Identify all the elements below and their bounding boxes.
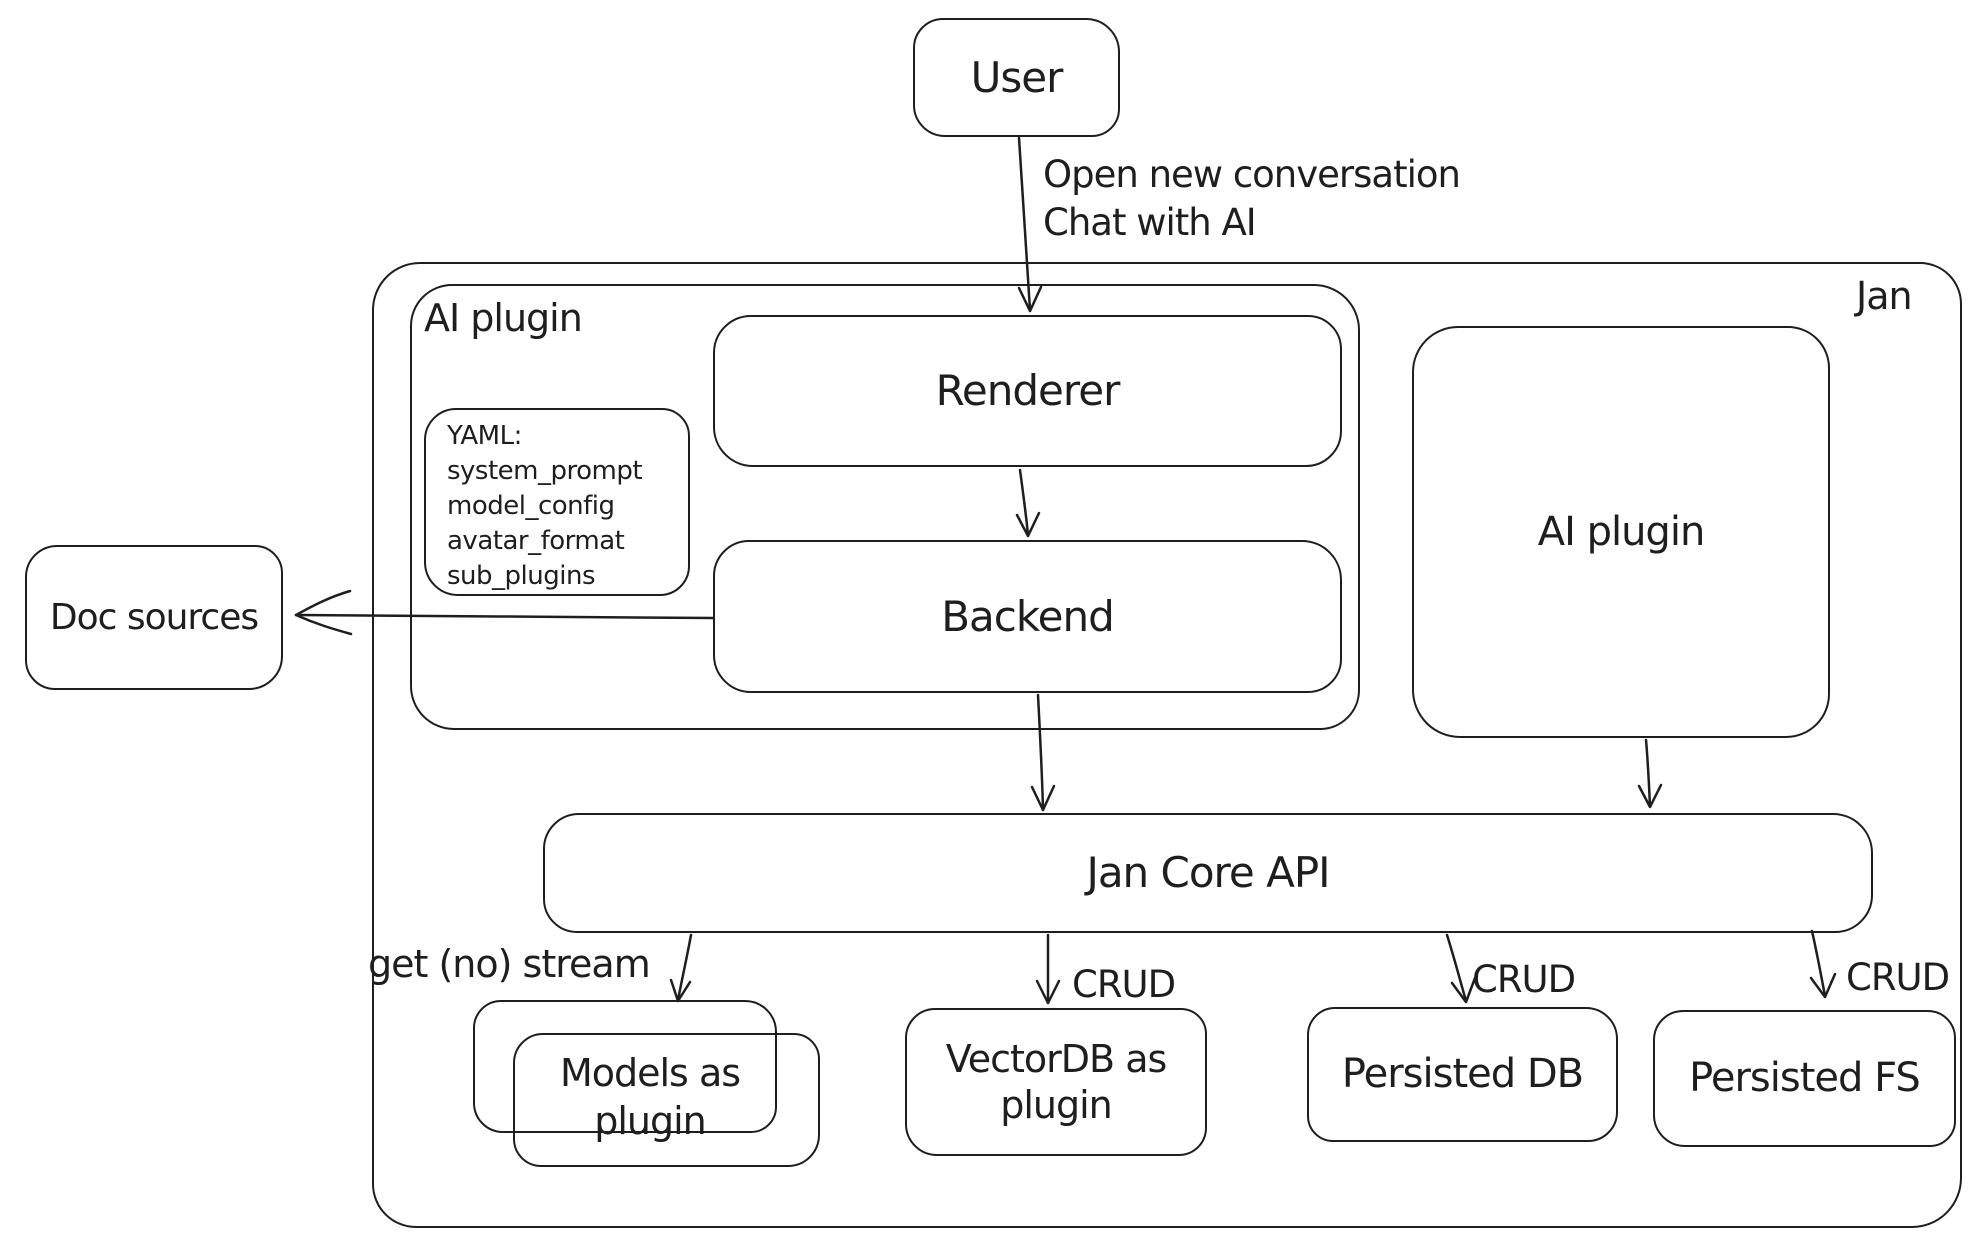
yaml-line: YAML:: [447, 421, 522, 451]
backend-node: Backend: [713, 540, 1342, 693]
edge-label-get-no-stream: get (no) stream: [368, 942, 651, 986]
arrow-backend-to-jan-core-api: [1030, 693, 1056, 812]
arrow-jan-core-api-to-persisted-fs: [1809, 929, 1837, 999]
arrow-ai-plugin-to-jan-core-api: [1637, 738, 1663, 809]
arrow-backend-to-doc-sources: [294, 589, 715, 636]
jan-container: [372, 262, 1962, 1228]
edge-label-crud-persisted-db: CRUD: [1472, 958, 1576, 1001]
persisted-db-label: Persisted DB: [1341, 1051, 1584, 1098]
edge-label-open-conversation: Open new conversation: [1043, 153, 1461, 196]
persisted-fs-node: Persisted FS: [1653, 1010, 1956, 1147]
persisted-fs-label: Persisted FS: [1689, 1055, 1921, 1102]
models-as-plugin-box-front: [513, 1033, 820, 1167]
yaml-line: avatar_format: [447, 526, 625, 556]
ai-plugin-node-label: AI plugin: [1537, 508, 1706, 555]
yaml-line: sub_plugins: [447, 561, 596, 591]
yaml-line: system_prompt: [447, 456, 643, 486]
doc-sources-node-label: Doc sources: [49, 596, 259, 638]
edge-label-crud-vectordb: CRUD: [1072, 963, 1176, 1006]
jan-core-api-node: Jan Core API: [543, 813, 1873, 933]
user-node: User: [913, 18, 1120, 137]
arrow-user-to-renderer: [1017, 136, 1043, 313]
arrow-jan-core-api-to-vectordb: [1035, 933, 1061, 1005]
user-node-label: User: [970, 52, 1064, 102]
doc-sources-node: Doc sources: [25, 545, 283, 690]
edge-label-chat-with-ai: Chat with AI: [1043, 201, 1257, 244]
models-as-plugin-label: Models as plugin: [559, 1051, 741, 1143]
persisted-db-node: Persisted DB: [1307, 1007, 1618, 1142]
renderer-node: Renderer: [713, 315, 1342, 467]
ai-plugin-container-label: AI plugin: [424, 296, 583, 340]
arrow-jan-core-api-to-models: [669, 933, 693, 1003]
yaml-config-lines: YAML: system_prompt model_config avatar_…: [447, 419, 643, 594]
ai-plugin-container: [410, 284, 1360, 730]
jan-core-api-node-label: Jan Core API: [1086, 848, 1330, 898]
arrow-jan-core-api-to-persisted-db: [1445, 933, 1477, 1004]
backend-node-label: Backend: [941, 591, 1115, 641]
yaml-line: model_config: [447, 491, 615, 521]
arrow-renderer-to-backend: [1015, 468, 1041, 538]
vectordb-as-plugin-node: VectorDB as plugin: [905, 1008, 1207, 1156]
ai-plugin-node: AI plugin: [1412, 326, 1830, 738]
jan-container-label: Jan: [1856, 274, 1913, 318]
vectordb-as-plugin-label: VectorDB as plugin: [945, 1036, 1168, 1127]
edge-label-crud-persisted-fs: CRUD: [1846, 956, 1950, 999]
yaml-config-note: YAML: system_prompt model_config avatar_…: [424, 408, 690, 596]
models-as-plugin-box-back: [473, 1000, 777, 1133]
renderer-node-label: Renderer: [935, 366, 1121, 416]
